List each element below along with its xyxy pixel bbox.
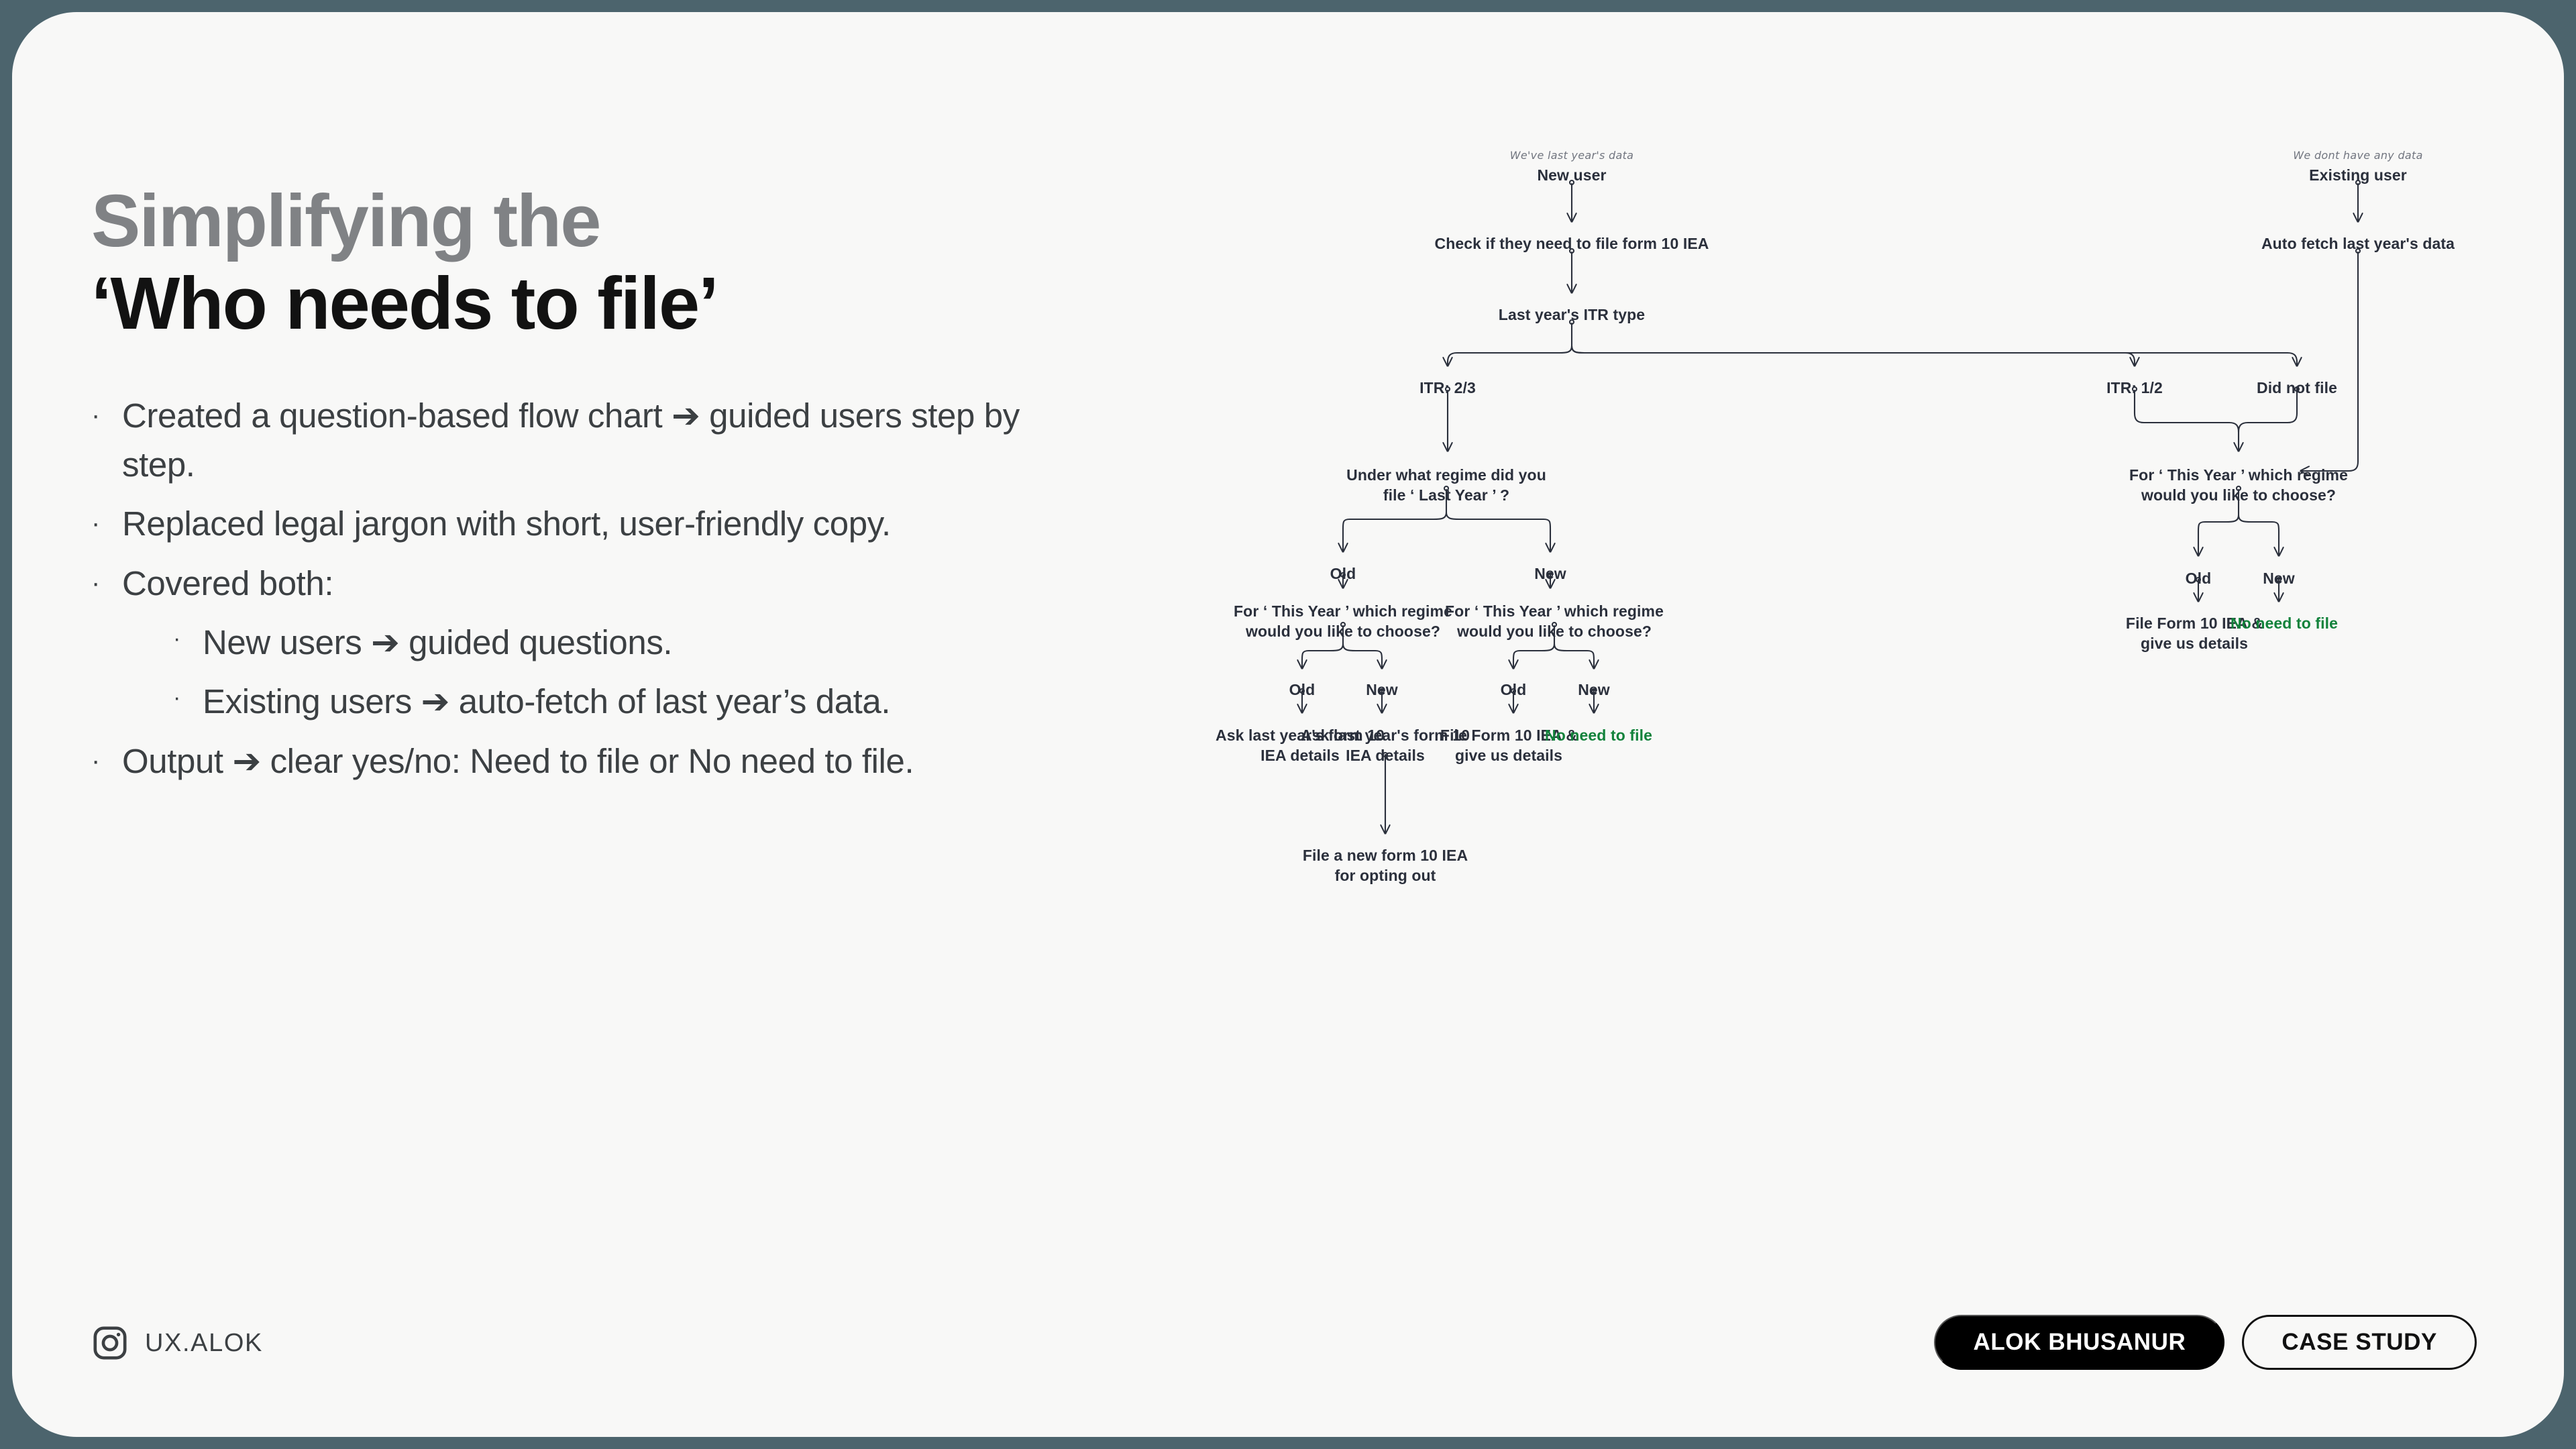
instagram-icon — [91, 1324, 129, 1362]
flow-node-line: No need to file — [2231, 614, 2338, 632]
flow-node-new-lr: New — [1578, 680, 1610, 700]
bullet-item: · Covered both: — [91, 559, 1044, 608]
flow-node-line: New user — [1537, 166, 1607, 184]
author-button[interactable]: ALOK BHUSANUR — [1934, 1315, 2225, 1370]
flow-annotation-ann-new-user: We've last year's data — [1509, 149, 1634, 162]
flow-node-line: Did not file — [2256, 379, 2338, 396]
flow-node-check-need-file: Check if they need to file form 10 IEA — [1435, 233, 1709, 254]
flow-node-old-lr: Old — [1501, 680, 1527, 700]
page-title: Simplifying the ‘Who needs to file’ — [91, 180, 1044, 345]
flow-node-existing-user: Existing user — [2309, 165, 2407, 185]
flow-node-branch-did-not-file: Did not file — [2257, 378, 2337, 398]
flow-node-line: Ask last year's form 10 — [1301, 727, 1470, 744]
title-line-1: Simplifying the — [91, 180, 601, 262]
flow-node-line: IEA details — [1260, 747, 1340, 765]
flow-node-line: would you like to choose? — [1456, 623, 1652, 641]
flow-node-line: New — [2263, 570, 2295, 587]
flow-node-line: New — [1578, 681, 1610, 698]
flow-node-line: For ‘ This Year ’ which regime — [2129, 466, 2348, 484]
flow-node-out-file-new-form: File a new form 10 IEA for opting out — [1303, 845, 1468, 886]
flow-node-out-file-form-r: File Form 10 IEA & give us details — [2126, 613, 2263, 654]
flow-node-line: for opting out — [1334, 867, 1436, 885]
footer-right: ALOK BHUSANUR CASE STUDY — [1934, 1315, 2477, 1370]
flow-node-line: Old — [2185, 570, 2212, 587]
flow-node-auto-fetch: Auto fetch last year's data — [2261, 233, 2455, 254]
flow-node-line: File Form 10 IEA & — [1440, 727, 1578, 744]
instagram-handle: UX.ALOK — [145, 1328, 263, 1357]
flow-node-new-user: New user — [1537, 165, 1606, 185]
flow-node-line: New — [1534, 565, 1566, 582]
flow-node-line: Old — [1289, 681, 1316, 698]
flow-node-line: ITR: 2/3 — [1419, 379, 1476, 396]
flow-node-old-ll: Old — [1289, 680, 1316, 700]
title-line-2: ‘Who needs to file’ — [91, 262, 719, 345]
bullet-text: Covered both: — [122, 564, 334, 602]
flow-node-out-no-need-m: No need to file — [1545, 725, 1652, 745]
bullet-marker: · — [91, 508, 100, 539]
bullet-item: · Created a question-based flow chart ➔ g… — [91, 392, 1044, 489]
flow-node-line: Old — [1500, 681, 1527, 698]
left-content-column: Simplifying the ‘Who needs to file’ · Cre… — [91, 180, 1044, 796]
flow-node-line: would you like to choose? — [1245, 623, 1441, 641]
flow-node-line: IEA details — [1346, 747, 1425, 765]
flow-node-old-r: Old — [2186, 568, 2212, 588]
slide-card: Simplifying the ‘Who needs to file’ · Cre… — [12, 12, 2564, 1437]
flow-node-out-ask-details-2: Ask last year's form 10 IEA details — [1301, 725, 1470, 766]
flow-node-line: give us details — [2140, 635, 2249, 653]
flow-node-line: Under what regime did you — [1346, 466, 1546, 484]
flow-node-out-file-form-m: File Form 10 IEA & give us details — [1440, 725, 1577, 766]
flow-node-line: File a new form 10 IEA — [1302, 847, 1468, 864]
flow-node-line: For ‘ This Year ’ which regime — [1234, 602, 1452, 620]
bullet-text: Created a question-based flow chart ➔ gu… — [122, 396, 1020, 484]
flow-node-line: Last year's ITR type — [1498, 306, 1646, 323]
bullet-sub-item: · Existing users ➔ auto-fetch of last yea… — [91, 678, 1044, 726]
flow-node-line: Ask last year's form 10 — [1216, 727, 1385, 744]
flow-node-out-ask-details-1: Ask last year's form 10 IEA details — [1216, 725, 1385, 766]
flow-node-line: No need to file — [1545, 727, 1652, 744]
bullet-text: Replaced legal jargon with short, user-f… — [122, 504, 891, 543]
bullet-marker: · — [91, 568, 100, 598]
flow-node-branch-itr-23: ITR: 2/3 — [1419, 378, 1476, 398]
flow-node-branch-itr-12: ITR: 1/2 — [2106, 378, 2163, 398]
flowchart-connectors — [884, 179, 2548, 1280]
flow-node-line: New — [1366, 681, 1398, 698]
bullet-marker: · — [173, 626, 180, 651]
bullet-marker: · — [91, 745, 100, 775]
flow-node-out-no-need-r: No need to file — [2231, 613, 2338, 633]
flow-node-new-l: New — [1534, 564, 1566, 584]
bullet-marker: · — [91, 400, 100, 431]
bullet-item: · Replaced legal jargon with short, user-… — [91, 500, 1044, 548]
flow-node-line: Existing user — [2309, 166, 2407, 184]
footer-left: UX.ALOK — [91, 1324, 263, 1362]
flow-annotation-ann-existing-user: We dont have any data — [2293, 149, 2423, 162]
flow-node-new-r: New — [2263, 568, 2295, 588]
flow-node-line: ITR: 1/2 — [2106, 379, 2163, 396]
flow-node-q-this-year-regime-r: For ‘ This Year ’ which regime would you … — [2129, 465, 2348, 506]
flow-node-line: give us details — [1454, 747, 1563, 765]
bullet-text: Existing users ➔ auto-fetch of last year… — [203, 682, 891, 721]
bullet-list: · Created a question-based flow chart ➔ g… — [91, 392, 1044, 786]
flow-node-new-ll: New — [1366, 680, 1398, 700]
flow-node-old-l: Old — [1330, 564, 1356, 584]
flow-node-line: For ‘ This Year ’ which regime — [1445, 602, 1664, 620]
flow-node-line: File Form 10 IEA & — [2125, 614, 2263, 632]
flow-node-q-this-year-lr: For ‘ This Year ’ which regime would you … — [1445, 601, 1664, 642]
flow-node-last-year-itr-type: Last year's ITR type — [1499, 305, 1645, 325]
flow-node-line: Auto fetch last year's data — [2261, 235, 2455, 252]
flow-node-q-last-year-regime: Under what regime did you file ‘ Last Yea… — [1346, 465, 1546, 506]
bullet-marker: · — [173, 685, 180, 711]
case-study-button[interactable]: CASE STUDY — [2242, 1315, 2477, 1370]
flow-node-line: Old — [1330, 565, 1356, 582]
bullet-item: · Output ➔ clear yes/no: Need to file or … — [91, 737, 1044, 786]
flow-node-line: would you like to choose? — [2141, 486, 2337, 504]
flow-node-line: file ‘ Last Year ’ ? — [1383, 486, 1510, 504]
bullet-text: Output ➔ clear yes/no: Need to file or N… — [122, 741, 914, 780]
flow-node-q-this-year-ll: For ‘ This Year ’ which regime would you … — [1234, 601, 1452, 642]
bullet-sub-item: · New users ➔ guided questions. — [91, 619, 1044, 667]
flow-node-line: Check if they need to file form 10 IEA — [1434, 235, 1709, 252]
bullet-text: New users ➔ guided questions. — [203, 623, 673, 661]
